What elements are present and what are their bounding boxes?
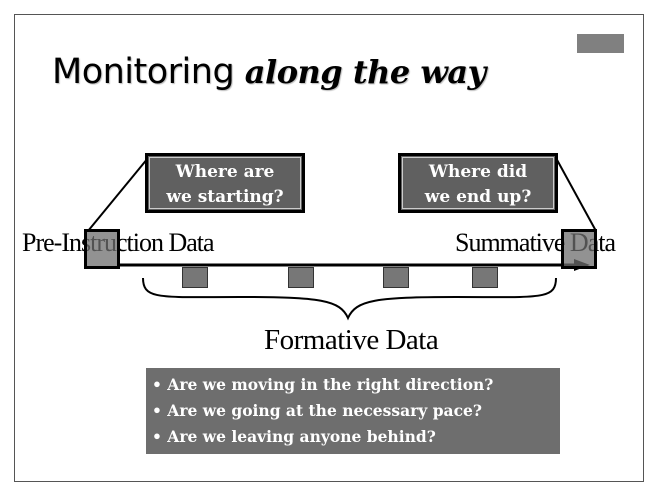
- pre-instruction-marker: [84, 229, 120, 269]
- summative-marker: [561, 229, 597, 269]
- end-question-connector: [555, 157, 597, 232]
- slide-title: Monitoring along the way: [52, 52, 486, 92]
- formative-question: • Are we moving in the right direction?: [152, 375, 494, 394]
- formative-question: • Are we going at the necessary pace?: [152, 401, 482, 420]
- formative-marker: [383, 267, 409, 288]
- end-question-box: Where did we end up?: [398, 153, 558, 213]
- end-question-line-1: Where did: [428, 162, 528, 182]
- formative-question: • Are we leaving anyone behind?: [152, 427, 436, 446]
- start-question-line-2: we starting?: [166, 187, 284, 207]
- start-question-connector: [87, 157, 149, 232]
- end-question-line-2: we end up?: [424, 187, 532, 207]
- start-question-box: Where are we starting?: [145, 153, 305, 213]
- title-emphasis: along the way: [244, 53, 486, 91]
- formative-brace: [142, 277, 557, 321]
- formative-marker: [288, 267, 314, 288]
- formative-marker: [472, 267, 498, 288]
- start-question-line-1: Where are: [175, 162, 275, 182]
- title-plain: Monitoring: [52, 52, 245, 92]
- formative-marker: [182, 267, 208, 288]
- formative-questions-box: • Are we moving in the right direction? …: [146, 368, 560, 454]
- formative-label: Formative Data: [264, 324, 439, 356]
- corner-tag: [577, 34, 624, 53]
